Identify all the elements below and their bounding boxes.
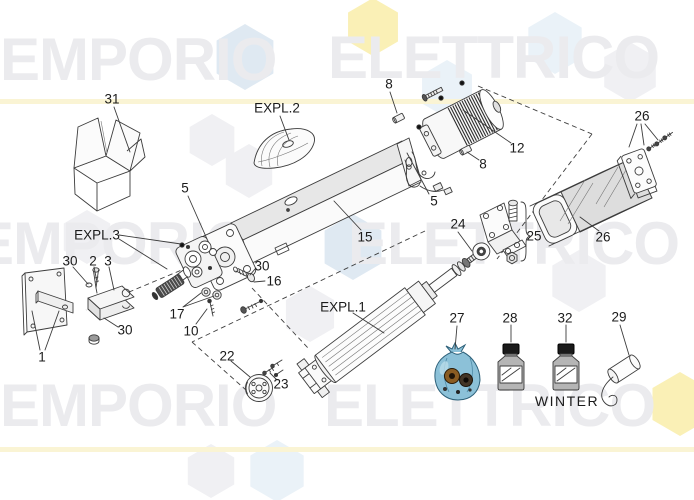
- part-label-23: 23: [273, 376, 289, 392]
- parts-bag-27: [434, 341, 481, 401]
- watermark-word: ELETTRICO: [324, 372, 656, 439]
- motor-screw: [421, 86, 444, 102]
- part-label-2: 2: [89, 253, 97, 269]
- part-label-5: 5: [181, 180, 189, 196]
- part-label-15: 15: [357, 229, 373, 245]
- part-label-24: 24: [450, 216, 466, 232]
- part-label-30: 30: [254, 258, 270, 274]
- bolt-16: [233, 266, 255, 283]
- cover-expl2: [253, 128, 315, 169]
- oil-bottle-28: [497, 343, 525, 391]
- capacitor-wire: [601, 376, 618, 407]
- part-label-27: 27: [449, 310, 465, 326]
- part-label-17: 17: [169, 306, 185, 322]
- part-label-winter: WINTER: [534, 393, 600, 409]
- hexagon-decoration: [187, 444, 235, 498]
- highlight-band: [0, 447, 694, 452]
- screws-23: [262, 359, 283, 376]
- gasket-5-and-harness: [396, 137, 453, 196]
- part-label-8: 8: [385, 76, 393, 92]
- washer-30: [85, 282, 93, 288]
- part-label-3: 3: [104, 253, 112, 269]
- spacer-8a: [392, 112, 405, 124]
- wall-bracket-1: [21, 267, 74, 336]
- end-cap-22: [245, 369, 284, 402]
- part-label-1: 1: [38, 349, 46, 365]
- screw-10: [207, 298, 215, 317]
- piston-expl1: [296, 242, 491, 399]
- part-label-8: 8: [479, 156, 487, 172]
- watermark-word: ELETTRICO: [328, 24, 660, 91]
- part-label-30: 30: [117, 322, 133, 338]
- screw-diagonal: [240, 298, 264, 314]
- part-label-expl-2: EXPL.2: [254, 100, 300, 116]
- part-label-12: 12: [509, 140, 525, 156]
- watermark-word: EMPORIO: [0, 26, 277, 93]
- part-label-22: 22: [219, 348, 235, 364]
- winter-bottle-32: [552, 343, 580, 391]
- part-label-28: 28: [502, 310, 518, 326]
- motor-12: [392, 80, 504, 159]
- brace: [520, 201, 531, 262]
- part-label-32: 32: [557, 310, 573, 326]
- hexagon-decoration: [528, 12, 582, 74]
- dashed-alignment-lines: [85, 85, 593, 391]
- part-label-26: 26: [595, 229, 611, 245]
- leader-lines: [31, 91, 659, 381]
- ball-joint-24: [472, 242, 491, 261]
- part-label-30: 30: [62, 253, 78, 269]
- carton-box-31: [73, 117, 146, 212]
- bracket-screws-26: [646, 131, 674, 152]
- hexagon-decoration: [552, 250, 606, 312]
- clevis-3: [87, 285, 135, 345]
- part-label-29: 29: [611, 309, 627, 325]
- flange-nuts-17: [201, 287, 222, 300]
- part-label-31: 31: [104, 91, 120, 107]
- part-label-expl-1: EXPL.1: [320, 299, 366, 315]
- highlight-band: [0, 99, 694, 104]
- part-label-26: 26: [634, 108, 650, 124]
- watermark-word: EMPORIO: [0, 372, 277, 439]
- nut: [506, 251, 518, 265]
- nut-30: [88, 334, 100, 345]
- end-bracket-26: [616, 131, 674, 199]
- part-label-5: 5: [430, 193, 438, 209]
- part-label-10: 10: [183, 323, 199, 339]
- bolt-head: [508, 199, 518, 207]
- bracket-25: [479, 199, 531, 265]
- gearhead-expl3: [151, 223, 257, 300]
- part-label-expl-3: EXPL.3: [74, 227, 120, 243]
- capacitor-29: [601, 354, 641, 407]
- part-label-25: 25: [526, 228, 542, 244]
- part-label-16: 16: [266, 273, 282, 289]
